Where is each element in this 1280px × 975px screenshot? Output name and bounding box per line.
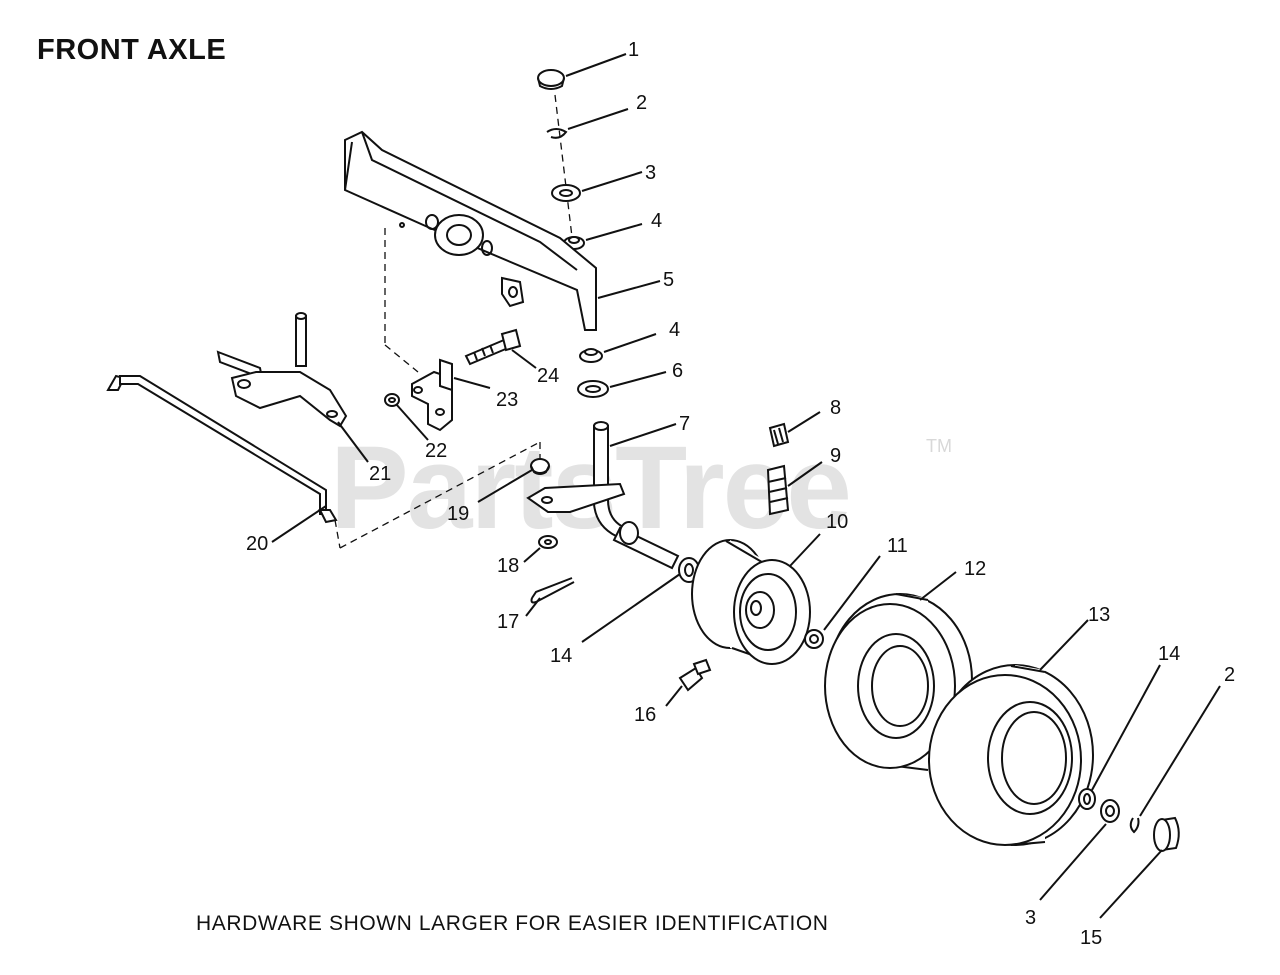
part-washer-3 [551,184,581,202]
part-cap-19 [530,458,550,475]
callout-9: 9 [830,445,841,467]
callout-17: 17 [497,611,519,633]
callout-labels: 1 2 3 4 5 4 6 7 8 9 10 11 12 13 14 2 3 1… [246,39,1235,949]
part-hub-cap-15 [1153,816,1180,852]
callout-16: 16 [634,704,656,726]
part-axle-beam-5 [344,130,597,331]
diagram-title: FRONT AXLE [37,34,227,66]
trademark-mark: TM [926,436,952,456]
callout-5: 5 [663,269,674,291]
part-valve-stem-9 [766,464,790,516]
part-bushing-4-lower [579,348,603,363]
callout-12: 12 [964,558,986,580]
part-grease-fitting-16 [678,658,712,692]
footnote: HARDWARE SHOWN LARGER FOR EASIER IDENTIF… [196,912,829,935]
callout-6: 6 [672,360,683,382]
part-spindle-7 [526,421,680,570]
callout-10: 10 [826,511,848,533]
callout-2-right: 2 [1224,664,1235,686]
part-washer-14-right [1078,788,1096,810]
part-wheel-rim-10 [691,539,811,665]
callout-1: 1 [628,39,639,61]
part-bolt-24 [464,328,522,366]
part-bushing-11 [804,629,824,649]
callout-18: 18 [497,555,519,577]
callout-7: 7 [679,413,690,435]
callout-4-lower: 4 [669,319,680,341]
part-washer-18 [538,535,558,549]
callout-3: 3 [645,162,656,184]
part-cap-1 [537,69,565,90]
part-valve-cap-8 [768,422,790,448]
callout-4: 4 [651,210,662,232]
callout-20: 20 [246,533,268,555]
part-steering-arm-21 [216,312,348,428]
leader-lines [271,53,1221,919]
part-bracket-23 [411,358,453,432]
callout-14: 14 [550,645,572,667]
callout-11: 11 [887,535,908,557]
part-tie-rod-20 [106,374,338,524]
callout-14-right: 14 [1158,643,1180,665]
callout-15: 15 [1080,927,1102,949]
assembly-guide-line [339,441,541,549]
callout-2: 2 [636,92,647,114]
callout-23: 23 [496,389,518,411]
callout-13: 13 [1088,604,1110,626]
callout-3-right: 3 [1025,907,1036,929]
part-retaining-ring-2 [546,128,568,139]
part-washer-6 [577,380,609,398]
part-tire-13 [928,664,1094,846]
callout-21: 21 [369,463,391,485]
part-cotter-pin-17 [530,577,575,604]
callout-8: 8 [830,397,841,419]
part-retaining-ring-2-right [1129,817,1140,834]
part-nut-22 [384,393,400,407]
assembly-axis-line [554,94,576,263]
part-washer-3-right [1100,799,1120,823]
callout-19: 19 [447,503,469,525]
assembly-guide-line [334,519,341,549]
callout-24: 24 [537,365,559,387]
assembly-guide-line [384,344,419,373]
callout-22: 22 [425,440,447,462]
